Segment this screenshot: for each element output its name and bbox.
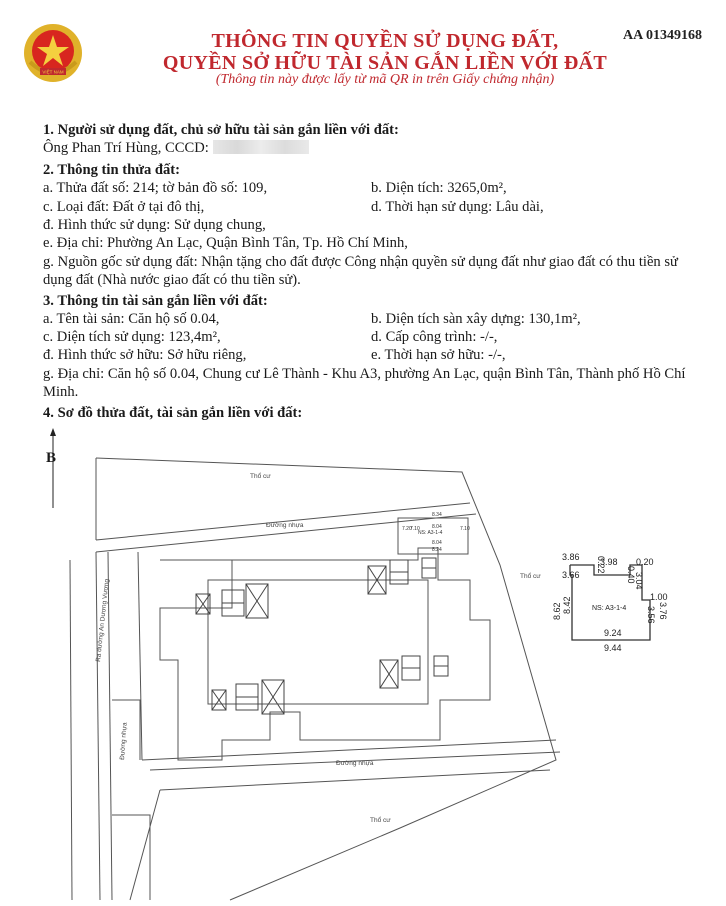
land-origin: g. Nguồn gốc sử dụng đất: Nhận tặng cho … [43, 254, 678, 288]
owner-name: Ông Phan Trí Hùng, CCCD: [43, 140, 209, 156]
small-dim-upper: 8.04 [432, 524, 442, 530]
label-tho-cu-right: Thổ cư [520, 572, 541, 580]
small-dim-bottom: 8.24 [432, 547, 442, 553]
asset-address: g. Địa chỉ: Căn hộ số 0.04, Chung cư Lê … [43, 366, 686, 400]
parcel-address: e. Địa chỉ: Phường An Lạc, Quận Bình Tân… [43, 235, 408, 251]
label-tho-cu-bottom: Thổ cư [370, 816, 391, 824]
ownership-term: e. Thời hạn sở hữu: -/-, [371, 347, 506, 363]
national-emblem-icon: VIỆT NAM [24, 24, 82, 82]
label-duong-nhua-bottom: Đường nhựa [336, 760, 374, 767]
dim-304: 3.04 [634, 572, 644, 590]
dim-356: 3.56 [646, 606, 656, 624]
section1-heading: 1. Người sử dụng đất, chủ sở hữu tài sản… [43, 122, 399, 138]
land-type: c. Loại đất: Đất ở tại đô thị, [43, 199, 205, 215]
small-dim-left-a: 7.20 [402, 526, 412, 532]
section2-heading: 2. Thông tin thửa đất: [43, 162, 181, 178]
dim-862: 8.62 [552, 602, 562, 620]
dim-386: 3.86 [562, 552, 580, 562]
parcel-number: a. Thửa đất số: 214; tờ bản đồ số: 109, [43, 180, 268, 196]
parcel-area: b. Diện tích: 3265,0m², [371, 180, 507, 196]
serial-number: AA 01349168 [623, 28, 702, 43]
asset-name: a. Tên tài sản: Căn hộ số 0.04, [43, 311, 220, 327]
large-unit-label: NS: A3-1-4 [592, 605, 626, 612]
site-plan-diagram: 8.34 8.04 NS: A3-1-4 8.04 8.24 7.20 7.10… [50, 428, 668, 901]
label-duong-nhua-left: Đường nhựa [119, 722, 129, 760]
dim-924: 9.24 [604, 628, 622, 638]
dim-376: 3.76 [658, 602, 668, 620]
small-dim-right: 7.10 [460, 526, 470, 532]
building-outline [159, 547, 491, 761]
dim-020: 0.20 [636, 557, 654, 567]
outer-boundary [95, 457, 557, 901]
dim-366: 3.66 [562, 570, 580, 580]
small-dim-left-b: 7.10 [410, 526, 420, 532]
section4-heading: 4. Sơ đồ thửa đất, tài sản gắn liền với … [43, 405, 303, 421]
dim-040: 0.40 [626, 566, 636, 584]
page-title-line2: QUYỀN SỞ HỮU TÀI SẢN GẮN LIỀN VỚI ĐẤT [162, 52, 608, 74]
ownership-form: đ. Hình thức sở hữu: Sở hữu riêng, [43, 347, 247, 363]
dim-100: 1.00 [650, 592, 668, 602]
building-grade: d. Cấp công trình: -/-, [371, 329, 498, 345]
label-duong-nhua-top: Đường nhựa [266, 522, 304, 529]
emblem-text: VIỆT NAM [42, 68, 63, 75]
redacted-id [212, 140, 309, 154]
land-term: d. Thời hạn sử dụng: Lâu dài, [371, 199, 544, 215]
courtyard [207, 579, 429, 705]
label-tho-cu-top: Thổ cư [250, 472, 271, 480]
section3-heading: 3. Thông tin tài sản gắn liền với đất: [43, 293, 268, 309]
dim-944: 9.44 [604, 643, 622, 653]
dim-842: 8.42 [562, 596, 572, 614]
owner-line: Ông Phan Trí Hùng, CCCD: [43, 140, 309, 157]
usable-area: c. Diện tích sử dụng: 123,4m², [43, 329, 221, 345]
dim-398: 3.98 [600, 557, 618, 567]
small-dim-top: 8.34 [432, 512, 442, 518]
unit-plan-small [397, 517, 469, 555]
usage-form: đ. Hình thức sử dụng: Sử dụng chung, [43, 217, 266, 233]
page-subtitle: (Thông tin này được lấy từ mã QR in trên… [215, 72, 555, 87]
small-unit-label: NS: A3-1-4 [418, 530, 443, 536]
small-dim-lower: 8.04 [432, 540, 442, 546]
unit-plan-large [569, 564, 651, 641]
dim-022: 0.22 [596, 556, 606, 574]
page-title-line1: THÔNG TIN QUYỀN SỬ DỤNG ĐẤT, [211, 30, 559, 52]
north-label: B [46, 450, 57, 466]
floor-area: b. Diện tích sàn xây dựng: 130,1m², [371, 311, 581, 327]
